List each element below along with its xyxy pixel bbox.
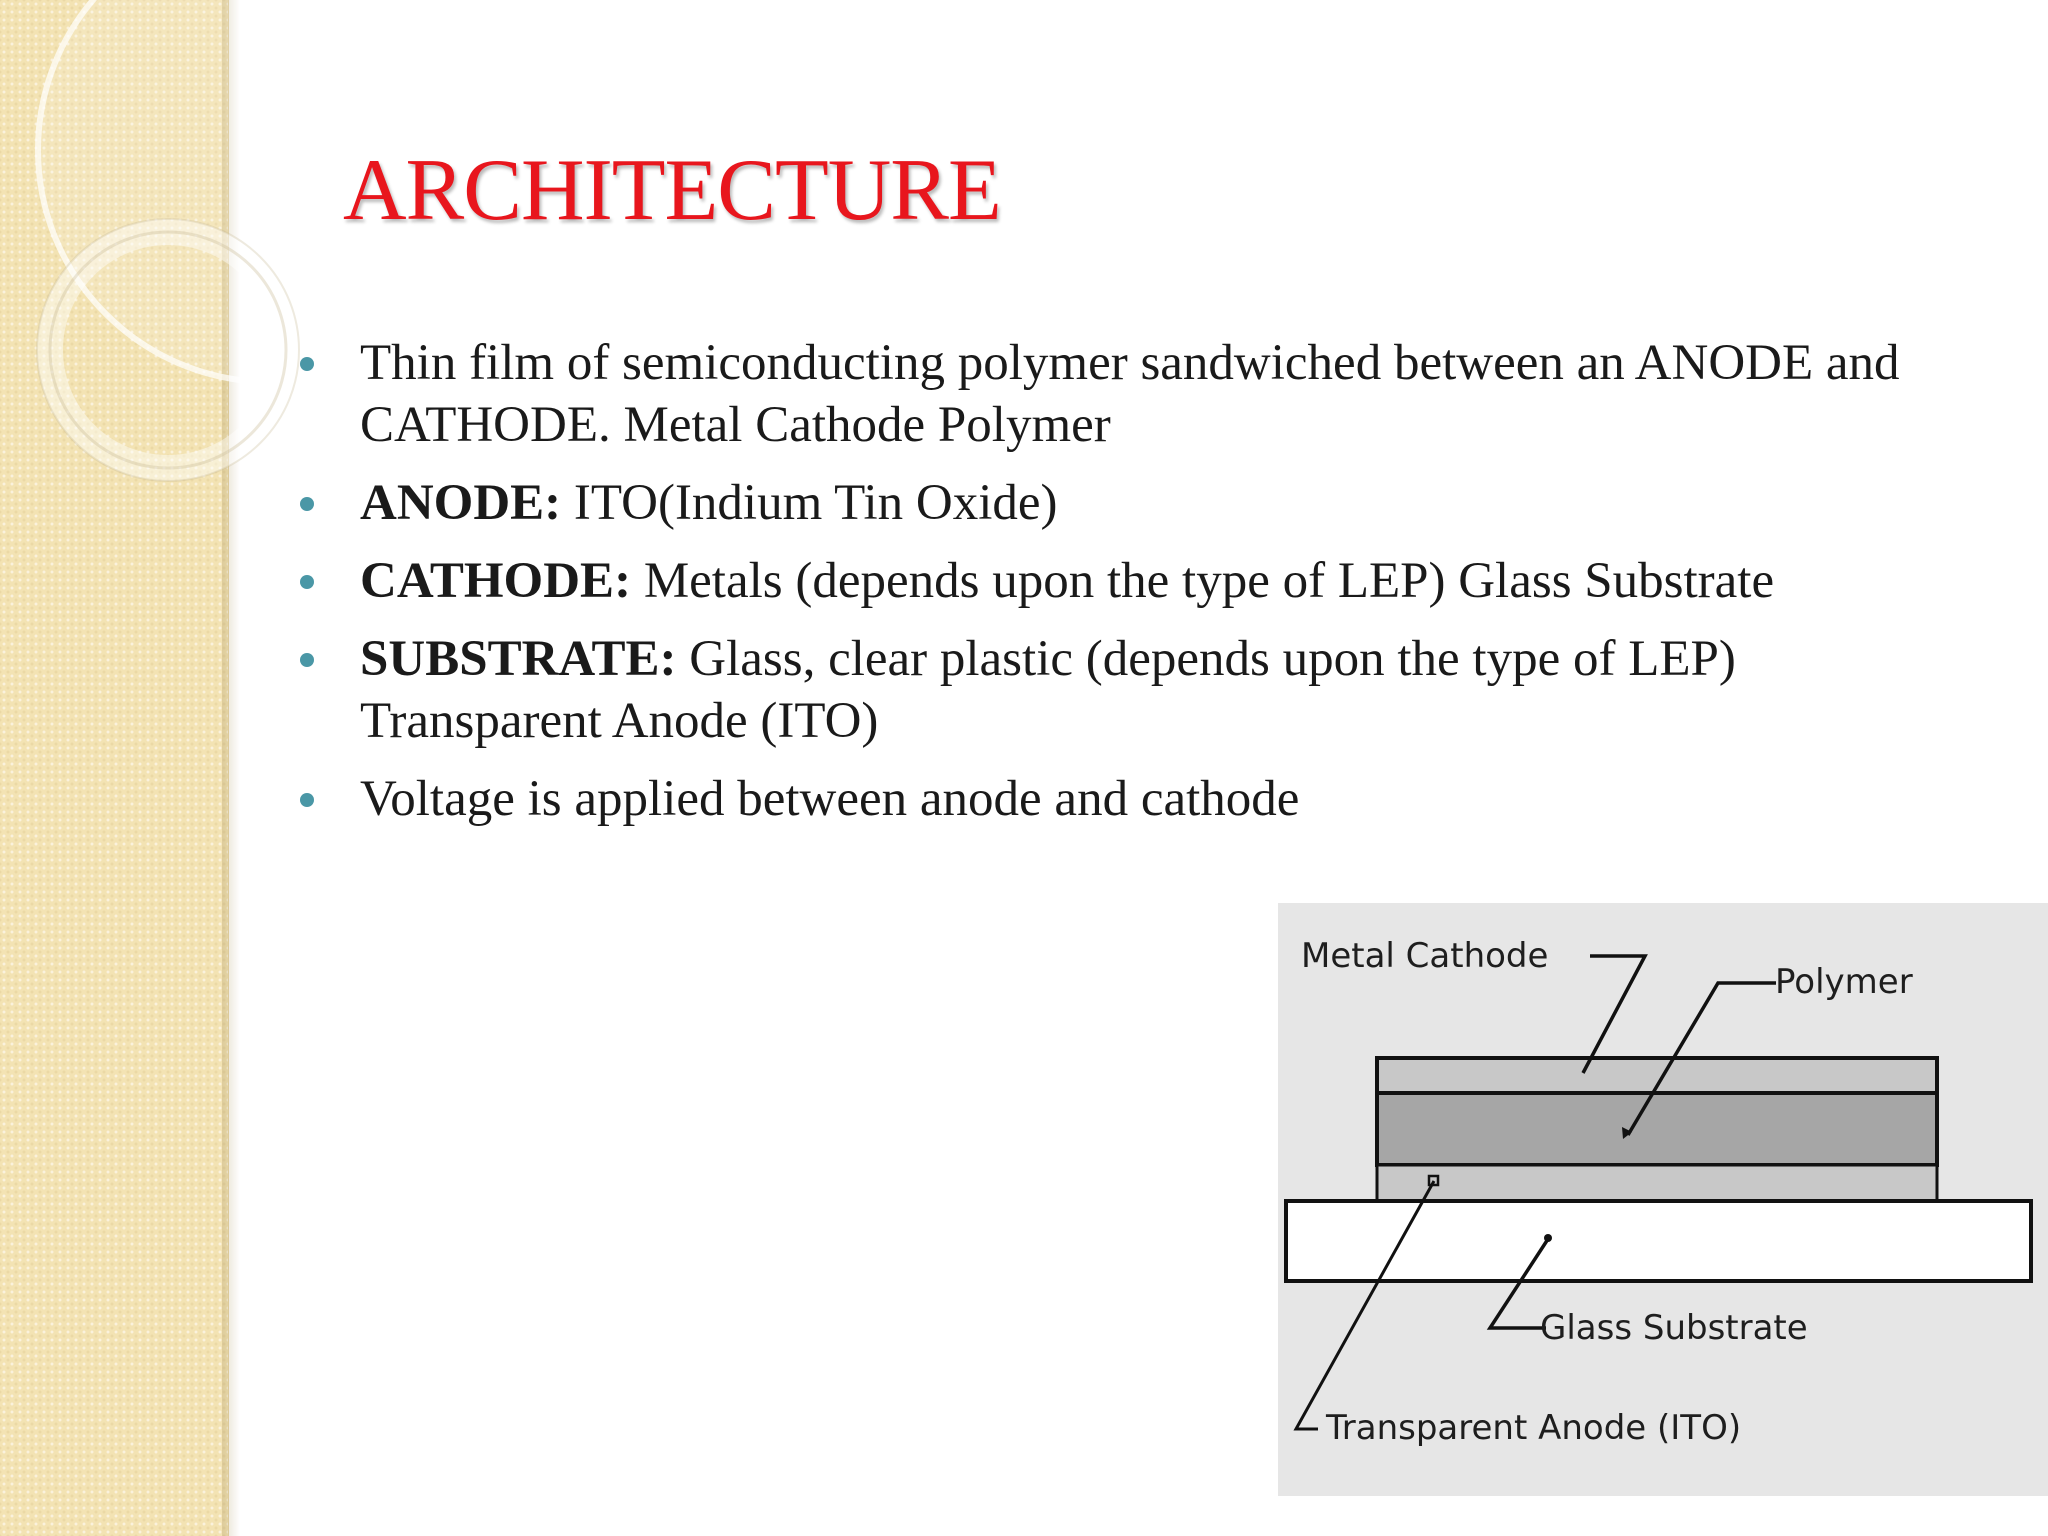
transparent-anode-leader bbox=[1293, 1180, 1436, 1431]
bullet-text: Voltage is applied between anode and cat… bbox=[360, 771, 1300, 827]
bullet-label: ANODE: bbox=[360, 475, 562, 531]
bullet-text: ITO(Indium Tin Oxide) bbox=[561, 475, 1058, 531]
polymer-label: Polymer bbox=[1775, 962, 1913, 1002]
layer-diagram-drawing bbox=[1284, 954, 2033, 1431]
bullet-item: SUBSTRATE: Glass, clear plastic (depends… bbox=[286, 628, 1946, 752]
polymer-arrowhead bbox=[1622, 1127, 1632, 1139]
bullet-marker-icon bbox=[300, 793, 314, 807]
glass-substrate-layer bbox=[1284, 1199, 2033, 1283]
bullet-label: CATHODE: bbox=[360, 553, 632, 609]
transparent-anode-dot bbox=[1427, 1174, 1440, 1187]
polymer-leader bbox=[1626, 981, 1776, 1136]
bullet-text: Thin film of semiconducting polymer sand… bbox=[360, 335, 1900, 453]
bullet-text: Metals (depends upon the type of LEP) Gl… bbox=[631, 553, 1775, 609]
slide-title: ARCHITECTURE bbox=[343, 142, 1002, 239]
decorative-side-strip bbox=[0, 0, 229, 1536]
oled-layer-diagram: Metal Cathode Polymer Glass Substrate Tr… bbox=[1278, 903, 2048, 1496]
decorative-rings bbox=[35, 0, 300, 482]
bullet-item: CATHODE: Metals (depends upon the type o… bbox=[286, 550, 1946, 612]
bullet-item: Voltage is applied between anode and cat… bbox=[286, 768, 1946, 830]
glass-substrate-label: Glass Substrate bbox=[1540, 1308, 1808, 1348]
glass-substrate-dot bbox=[1544, 1234, 1552, 1242]
bullet-label: SUBSTRATE: bbox=[360, 631, 677, 687]
metal-cathode-leader bbox=[1581, 954, 1648, 1074]
polymer-layer bbox=[1375, 1091, 1939, 1167]
glass-substrate-leader bbox=[1486, 1238, 1550, 1330]
metal-cathode-label: Metal Cathode bbox=[1301, 936, 1549, 976]
transparent-anode-layer bbox=[1375, 1163, 1939, 1203]
transparent-anode-label: Transparent Anode (ITO) bbox=[1326, 1408, 1742, 1448]
bullet-marker-icon bbox=[300, 357, 314, 371]
metal-cathode-layer bbox=[1375, 1056, 1939, 1095]
side-strip-shadow bbox=[222, 0, 240, 1536]
bullet-marker-icon bbox=[300, 497, 314, 511]
bullet-item: Thin film of semiconducting polymer sand… bbox=[286, 332, 1946, 456]
bullet-list: Thin film of semiconducting polymer sand… bbox=[286, 332, 1946, 846]
bullet-text: Glass, clear plastic (depends upon the t… bbox=[360, 631, 1736, 749]
bullet-marker-icon bbox=[300, 653, 314, 667]
bullet-marker-icon bbox=[300, 575, 314, 589]
bullet-item: ANODE: ITO(Indium Tin Oxide) bbox=[286, 472, 1946, 534]
